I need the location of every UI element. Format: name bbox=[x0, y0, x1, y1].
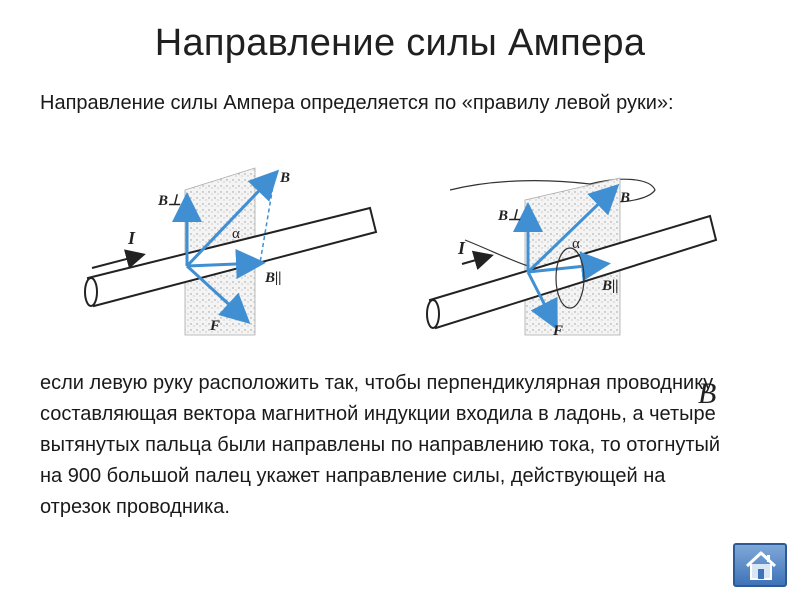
current-arrow-right bbox=[461, 250, 494, 271]
ampere-force-diagrams: I B⊥ B B|| F α I B⊥ B B|| F α bbox=[84, 167, 718, 339]
hand-fingers bbox=[464, 239, 529, 267]
current-label-right: I bbox=[457, 238, 466, 258]
left-diagram: I B⊥ B B|| F α bbox=[84, 167, 378, 336]
slide-title: Направление силы Ампера bbox=[154, 22, 646, 64]
b-label-right: B bbox=[619, 190, 630, 206]
b-perp-label-right: B⊥ bbox=[497, 208, 521, 224]
b-vector-right bbox=[526, 183, 620, 274]
b-vector bbox=[185, 169, 280, 268]
rule-description: если левую руку расположить так, чтобы п… bbox=[40, 372, 721, 518]
home-icon bbox=[745, 551, 777, 580]
right-diagram: I B⊥ B B|| F α bbox=[426, 177, 718, 339]
current-arrow bbox=[91, 249, 146, 269]
force-label: F bbox=[209, 318, 220, 334]
b-parallel-vector-right bbox=[527, 251, 611, 282]
force-vector bbox=[185, 264, 251, 325]
alpha-label-right: α bbox=[572, 236, 580, 252]
b-label: B bbox=[279, 170, 290, 186]
thumb-loop bbox=[555, 247, 585, 309]
current-label: I bbox=[127, 228, 136, 248]
intro-text: Направление силы Ампера определяется по … bbox=[40, 92, 674, 114]
home-button[interactable] bbox=[733, 543, 787, 587]
b-parallel-vector bbox=[186, 248, 266, 279]
force-label-right: F bbox=[552, 323, 563, 339]
b-parallel-label-right: B|| bbox=[601, 278, 619, 294]
b-perp-label: B⊥ bbox=[157, 193, 181, 209]
conductor bbox=[84, 206, 378, 308]
b-dashed-projection bbox=[259, 173, 276, 264]
alpha-label: α bbox=[232, 226, 240, 242]
b-vector-symbol: B bbox=[698, 377, 717, 410]
conductor-right bbox=[426, 214, 718, 330]
b-parallel-label: B|| bbox=[264, 270, 282, 286]
force-vector-right bbox=[526, 271, 558, 331]
